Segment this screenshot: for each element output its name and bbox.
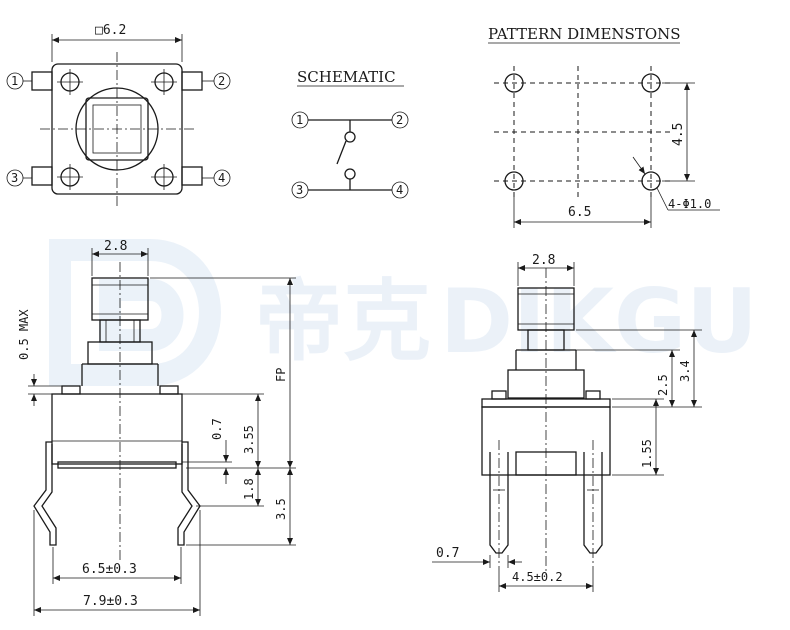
left-dim-3-55: 3.55 [242,425,256,454]
top-pin-1: 1 [11,74,18,88]
left-pin-span: 6.5±0.3 [82,562,137,577]
left-dim-1-8: 1.8 [242,478,256,500]
watermark-cn: 帝克 [255,270,431,373]
top-pin-4: 4 [218,171,225,185]
pattern-holes: 4-Φ1.0 [668,197,711,211]
watermark: 帝克 DIKGU [49,239,758,386]
right-dim-2-5: 2.5 [656,374,670,396]
pattern-heading: PATTERN DIMENSTONS [488,25,681,43]
pattern-dimensions: PATTERN DIMENSTONS 4.5 6.5 4-Φ1.0 [488,25,720,228]
top-pin-2: 2 [218,74,225,88]
right-dim-3-4: 3.4 [678,360,692,382]
schematic-pin-4: 4 [396,183,403,197]
side-view-left: 2.8 0.5 MAX FP 0.7 3.55 1.8 3.5 6.5±0.3 [17,239,296,616]
watermark-en: DIKGU [440,270,758,373]
right-dim-1-55: 1.55 [640,439,654,468]
schematic: SCHEMATIC 1 2 3 4 [291,68,409,199]
schematic-heading: SCHEMATIC [297,68,396,86]
top-pin-3: 3 [11,171,18,185]
left-dim-0-7: 0.7 [210,418,224,440]
right-stem-width: 2.8 [532,253,555,268]
left-dim-3-5: 3.5 [274,498,288,520]
pattern-spacing-x: 6.5 [568,205,591,220]
schematic-pin-2: 2 [396,113,403,127]
left-stem-width: 2.8 [104,239,127,254]
left-max-offset: 0.5 MAX [17,309,31,360]
left-overall-width: 7.9±0.3 [83,594,138,609]
pattern-spacing-y: 4.5 [671,123,686,146]
right-pin-pitch: 4.5±0.2 [512,570,563,584]
schematic-pin-3: 3 [296,183,303,197]
top-view: □6.2 1 2 3 4 [6,23,231,206]
schematic-pin-1: 1 [296,113,303,127]
top-width-label: □6.2 [95,23,126,38]
side-view-right: 2.8 2.5 3.4 1.55 0.7 4.5±0.2 [432,253,702,592]
right-pin-width: 0.7 [436,546,459,561]
left-fp: FP [274,368,288,382]
